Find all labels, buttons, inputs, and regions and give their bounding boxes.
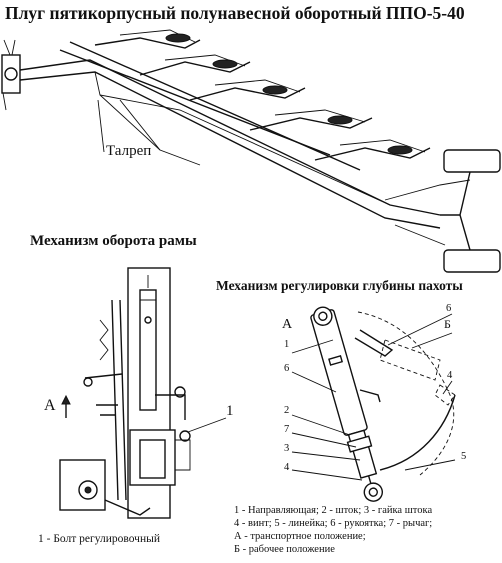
- rear-wheels: [384, 149, 501, 273]
- plough-frame: [19, 41, 441, 229]
- callout-5: 5: [461, 451, 467, 462]
- callout-4-right: 4: [447, 370, 453, 381]
- depth-label-A: А: [282, 317, 293, 332]
- callout-2: 2: [284, 405, 290, 416]
- callout-3: 3: [284, 443, 290, 454]
- legend-line: Б - рабочее положение: [234, 544, 335, 556]
- depth-label-B: Б: [444, 317, 451, 331]
- rotation-heading: Механизм оборота рамы: [30, 233, 197, 249]
- hitch: [1, 39, 21, 111]
- depth-heading: Механизм регулировки глубины пахоты: [216, 278, 463, 293]
- plough-bodies: [94, 29, 431, 161]
- talrep-leader: [97, 99, 105, 153]
- rotation-label-A: А: [44, 397, 56, 414]
- rotation-callout-1: 1: [226, 403, 234, 419]
- rotation-cylinder: [139, 289, 157, 411]
- page-title: Плуг пятикорпусный полунавесной оборотны…: [5, 3, 465, 23]
- callout-6-right: 6: [446, 303, 452, 314]
- callout-6-left: 6: [284, 363, 290, 374]
- rotation-caption: 1 - Болт регулировочный: [38, 533, 161, 545]
- callout-1: 1: [284, 339, 290, 350]
- legend-line: 1 - Направляющая; 2 - шток; 3 - гайка шт…: [234, 505, 433, 516]
- callout-4-left: 4: [284, 462, 290, 473]
- callout-7: 7: [284, 424, 290, 435]
- legend-line: А - транспортное положение;: [234, 531, 366, 543]
- depth-legend: 1 - Направляющая; 2 - шток; 3 - гайка шт…: [234, 504, 432, 557]
- guide-rod: [310, 309, 368, 436]
- legend-line: 4 - винт; 5 - линейка; 6 - рукоятка; 7 -…: [234, 518, 433, 530]
- talrep-label: Талреп: [106, 143, 152, 159]
